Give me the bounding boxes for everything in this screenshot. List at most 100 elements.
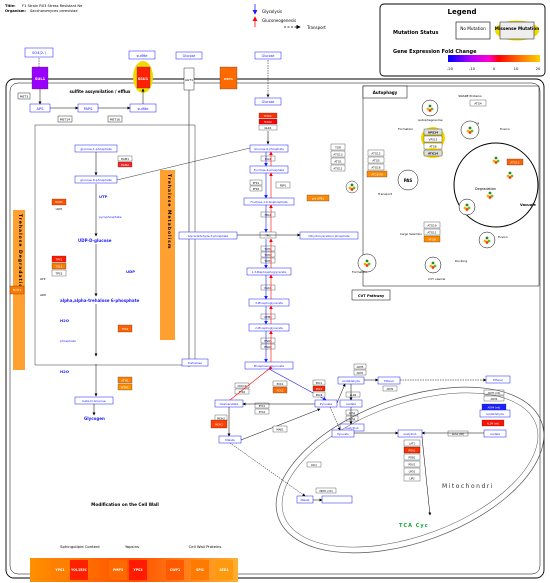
- p2g-node: [248, 323, 290, 332]
- ethanol-label: Ethanol: [384, 379, 394, 383]
- pyruvate-acetaldehyde-arrow: [336, 383, 346, 404]
- ald4-label: ALD4 (mt): [487, 423, 499, 426]
- vesicle-particle: [467, 206, 471, 210]
- yapsins-label: Yapsins: [125, 544, 139, 549]
- formation-label: Formation: [398, 127, 413, 131]
- tps3-label: TPS3: [55, 272, 63, 276]
- vesicle-particle: [348, 186, 352, 190]
- fold-change-tick: 0: [493, 66, 496, 71]
- sulfite-in-label: sulfite: [137, 107, 149, 111]
- formation2-label: Formation: [352, 270, 367, 274]
- cell-wall-gene-label: SPI1: [196, 568, 204, 572]
- glycogen-label: Glycogen: [84, 416, 105, 421]
- acetate2-node: [483, 429, 507, 438]
- glk1-label: GLK1: [264, 126, 272, 130]
- atg4-node: [469, 99, 487, 107]
- fold-change-label: Gene Expression Fold Change: [393, 49, 477, 55]
- pck1-gene: [272, 386, 288, 394]
- cell-wall-gene-spi1: [191, 560, 209, 580]
- vesicle-particle: [506, 174, 510, 178]
- oaa-label: Oxaloacetate: [220, 402, 239, 406]
- g3p-node: [178, 231, 238, 240]
- cell-wall-gene-pmp3: [109, 560, 127, 580]
- t6p-label: alpha,alpha-trehalose 6-phosphate: [60, 298, 139, 303]
- acetaldehyde2-label: Acetaldehyde: [486, 412, 504, 416]
- cargo-label: Cargo Selection: [400, 232, 422, 236]
- glucose-top-node: [254, 51, 282, 60]
- legend: Legend Mutation Status No Mutation Misse…: [379, 3, 546, 77]
- pdh-pdx1-label: PDX1: [409, 463, 416, 467]
- atg6-label: ATG6: [429, 145, 437, 149]
- vesicle-particle: [508, 171, 512, 175]
- cell-wall-gene-yps1: [51, 560, 69, 580]
- vesicle-particle: [426, 107, 430, 111]
- pdh-pdx1-node: [403, 460, 421, 468]
- nth1-gene: [117, 383, 133, 391]
- vesicle-particle: [350, 188, 354, 191]
- atg11-label: ATG11: [333, 167, 342, 171]
- pgm2-label: PGM2: [121, 163, 129, 167]
- gly-g6p-node: [249, 144, 289, 153]
- fbp1-node: [275, 181, 291, 189]
- pas-label: PAS: [404, 178, 413, 183]
- f16bp-node: [243, 197, 295, 206]
- glucose-in-label: Glucose: [262, 100, 275, 104]
- adh4mt-label: ADH4 (mt): [488, 407, 501, 410]
- atg11-node: [330, 164, 346, 172]
- cvt-vesicle-label: CVT vesicle: [428, 277, 445, 281]
- acetate2-label: Acetate: [490, 432, 500, 436]
- ugp1-label: UGP1: [55, 200, 63, 204]
- pdh-lat1-label: LAT1: [409, 442, 416, 446]
- gpm1-node: [260, 313, 276, 320]
- pdh-pda1-node: [403, 446, 421, 454]
- adh5-label: ADH5: [357, 366, 364, 369]
- adh2-node: [382, 385, 398, 392]
- cell-wall-module: Modification on the Cell Wall Sphingolip…: [30, 502, 238, 582]
- fold-change-tick: 20: [536, 66, 541, 71]
- gpm1-label: GPM1: [264, 315, 272, 319]
- cell-wall-gene-label: YPS1: [54, 568, 64, 572]
- cell-wall-gene-sed1: [215, 560, 233, 580]
- atg12-node: [367, 149, 385, 157]
- dic1-label: DIC1: [311, 464, 317, 467]
- cdc19-node: [234, 382, 250, 389]
- ethanol2-label: Ethanol: [493, 378, 503, 382]
- sulfite-assimilation-label: sulfite assymilation / efflux: [70, 89, 131, 94]
- fbp1-label: FBP1: [280, 184, 287, 188]
- pdh-lip2-node: [403, 474, 421, 482]
- pdc1-label: PDC1: [316, 382, 323, 385]
- fermentation-module: PDC1 PDC5 PDC6 Acetaldehyde ADH1 ADH5 Et…: [312, 363, 511, 438]
- tdh2-node: [260, 251, 276, 258]
- vesicle-particle: [431, 266, 435, 269]
- eno2-node: [260, 343, 276, 350]
- vesicle-particle: [363, 262, 367, 266]
- atg19-node: [423, 221, 441, 229]
- mdh2-gene-label: MDH2: [215, 423, 223, 427]
- fold-change-tick: -10: [469, 66, 476, 71]
- ape1-cluster: [345, 180, 359, 194]
- pdc1-node: [312, 379, 326, 386]
- mito-pyruvate-node: [331, 429, 355, 438]
- f16bp-label: Fructose-1,6-bisphosphate: [250, 200, 287, 204]
- tps2-label: TPS2: [121, 327, 129, 331]
- tps1-gene: [51, 255, 67, 263]
- autophagy-title-box: [362, 85, 408, 99]
- pgm2-gene: [117, 161, 133, 168]
- bdglucose-label: beta-D-Glucose: [82, 399, 105, 403]
- cell-membrane-inner: [9, 82, 541, 575]
- pdh-pdb1-node: [403, 453, 421, 461]
- acetylcoa-label: AcetylCoA: [345, 426, 358, 430]
- fold-change-gradient: [448, 55, 540, 62]
- no-mutation-label: No Mutation: [460, 26, 486, 31]
- vesicle-particle: [465, 208, 469, 211]
- ald6-label: ALD6: [350, 394, 357, 397]
- pgi1-label: PGI1: [265, 157, 271, 161]
- pck1-gene-label: PCK1: [277, 389, 284, 393]
- mito-malate-label: Malate: [301, 498, 310, 502]
- mae1-node: [272, 425, 288, 433]
- tpi1-label: TPI1: [265, 234, 271, 238]
- met16-node: [107, 115, 123, 123]
- trehalose-degradation-label: Trehalose Degradation: [17, 214, 23, 293]
- cell-wall-gene-label: PMP3: [113, 568, 123, 572]
- bpg-label: 1,3-Bisphosphoglycerate: [252, 270, 287, 274]
